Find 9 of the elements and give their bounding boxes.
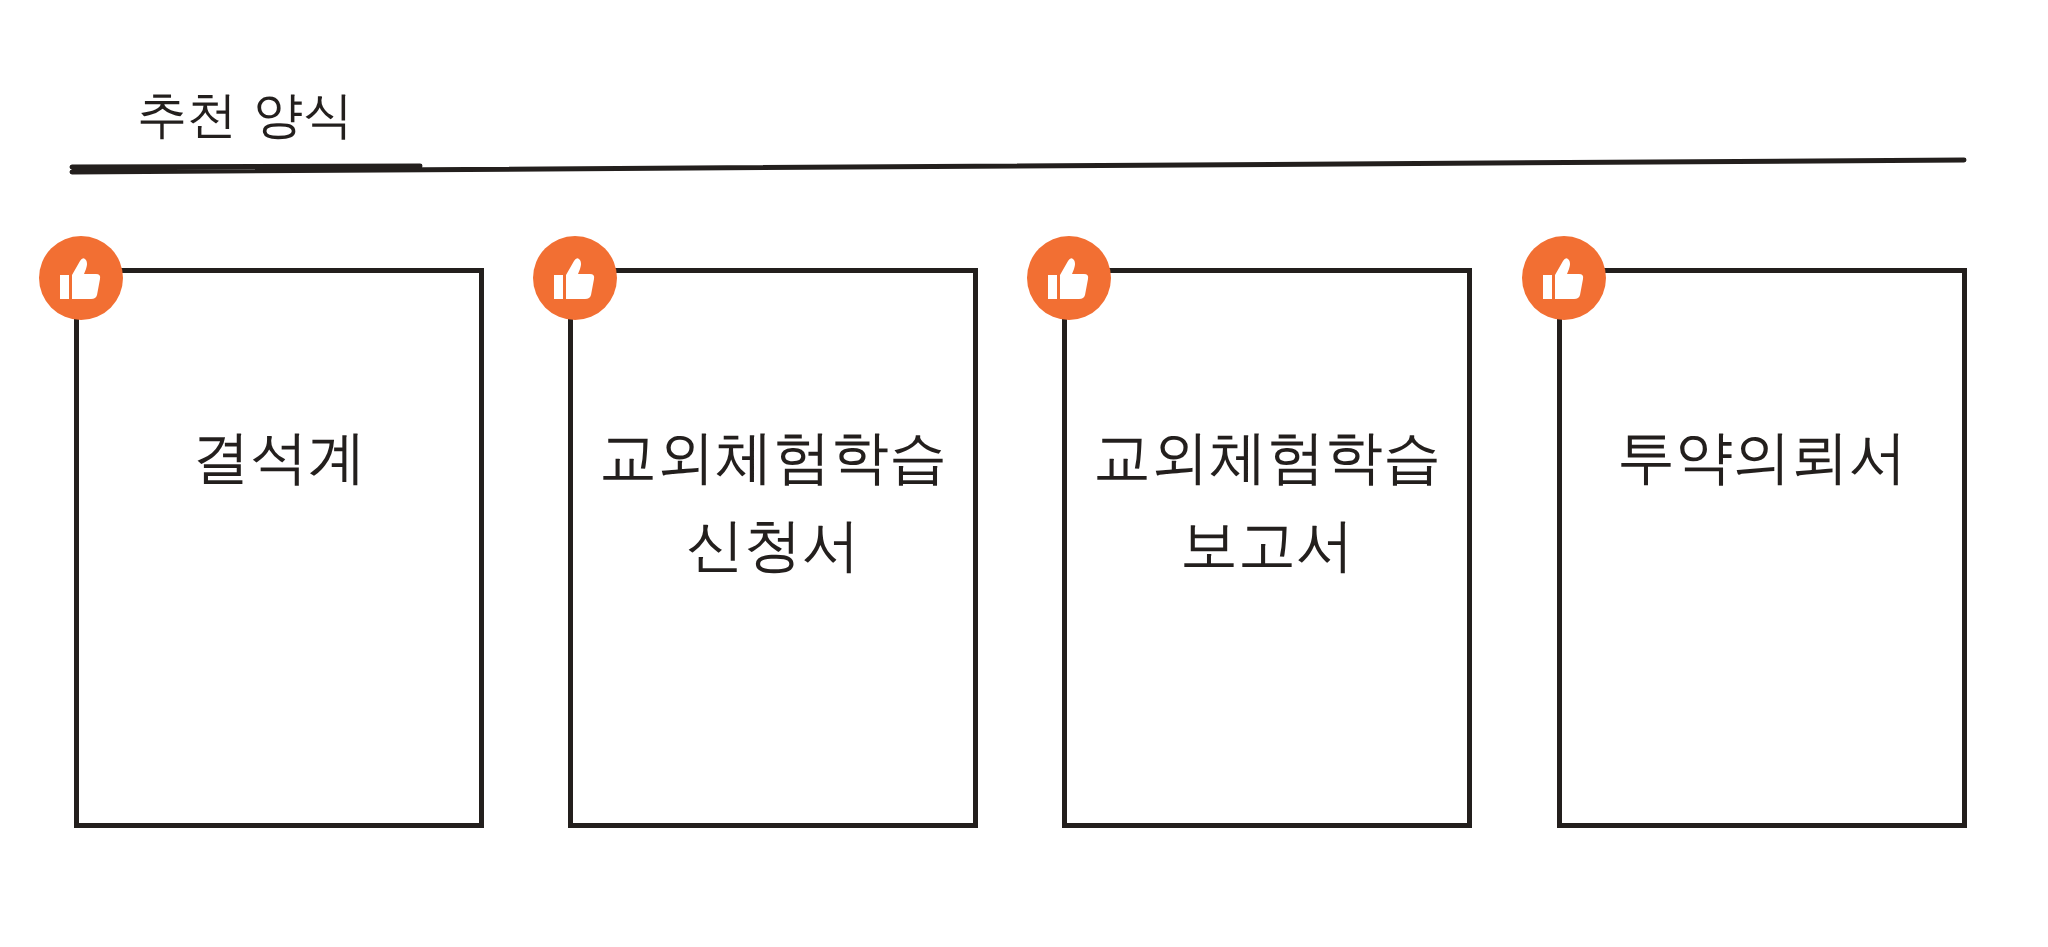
form-name: 결석계	[191, 422, 367, 493]
form-name: 교외체험학습 신청서	[598, 422, 948, 581]
form-name: 교외체험학습 보고서	[1092, 422, 1442, 581]
form-card	[1062, 268, 1472, 828]
form-card	[568, 268, 978, 828]
form-card	[1557, 268, 1967, 828]
form-name: 투약의뢰서	[1616, 422, 1908, 493]
title: 추천 양식	[137, 85, 353, 146]
form-card	[74, 268, 484, 828]
